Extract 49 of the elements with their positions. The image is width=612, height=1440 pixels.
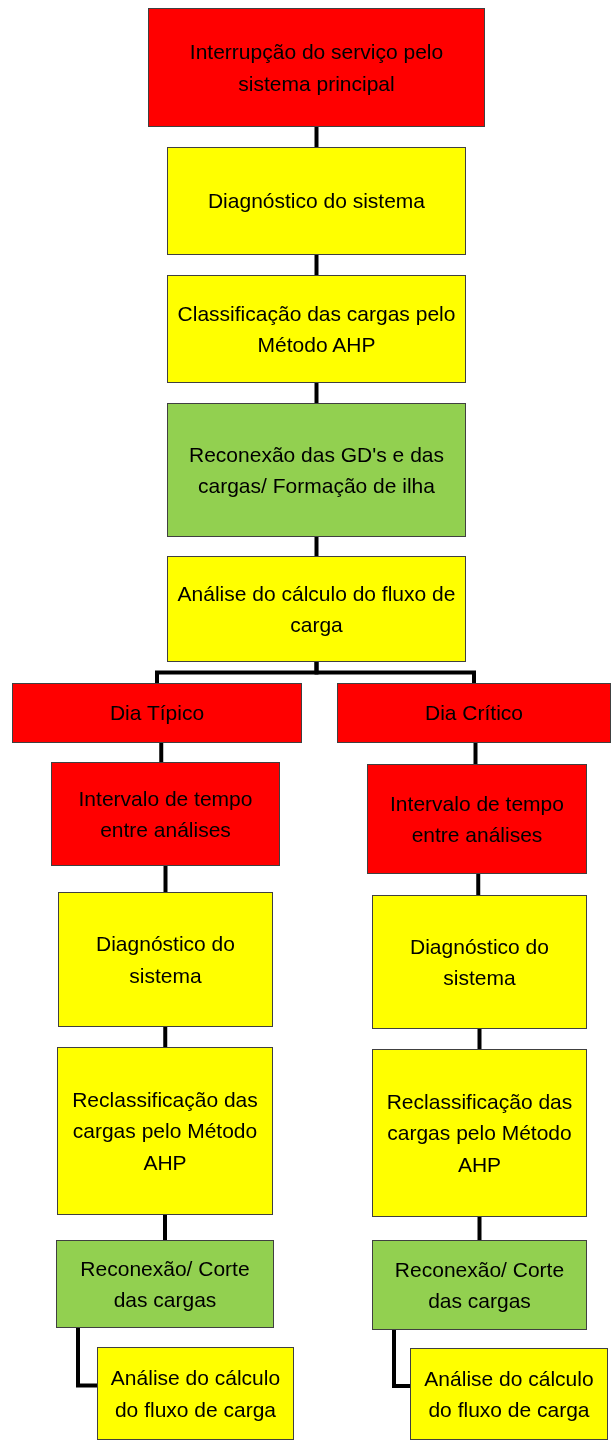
connector-line (163, 1215, 167, 1240)
process-box (148, 8, 485, 127)
process-box (58, 892, 273, 1027)
process-box (372, 895, 587, 1029)
box-label: Reclassificação das cargas pelo Método AHP (385, 1088, 574, 1178)
process-box (372, 1049, 587, 1217)
connector-line (76, 1328, 97, 1388)
box-label: Dia Crítico (425, 700, 523, 727)
process-box (337, 683, 611, 743)
process-box (56, 1240, 274, 1328)
box-label: Intervalo de tempo entre análises (389, 790, 565, 848)
connector-line (477, 1029, 482, 1049)
connector-line (314, 255, 319, 275)
box-label: Reclassificação das cargas pelo Método AHP (71, 1086, 259, 1176)
connector-line (392, 1330, 410, 1388)
process-box (51, 762, 280, 866)
box-label: Reconexão/ Corte das cargas (393, 1256, 566, 1314)
connector-line (473, 743, 478, 764)
process-box (410, 1348, 608, 1440)
box-label: Diagnóstico do sistema (95, 931, 236, 989)
connector-line (476, 874, 481, 895)
box-label: Reconexão das GD's e das cargas/ Formação de ilha (188, 441, 445, 499)
process-box (167, 275, 466, 383)
process-box (97, 1347, 294, 1440)
box-label: Análise do cálculo do fluxo de carga (109, 1365, 282, 1423)
connector-line (314, 537, 319, 556)
process-box (12, 683, 302, 743)
connector-line (314, 662, 476, 683)
box-label: Análise do cálculo do fluxo de carga (176, 580, 457, 638)
box-label: Reconexão/ Corte das cargas (79, 1255, 251, 1313)
connector-line (163, 866, 168, 892)
box-label: Intervalo de tempo entre análises (77, 785, 254, 843)
process-box (372, 1240, 587, 1330)
box-label: Diagnóstico do sistema (207, 188, 426, 215)
connector-line (314, 383, 319, 403)
process-box (57, 1047, 273, 1215)
connector-line (159, 743, 164, 762)
process-box (367, 764, 587, 874)
connector-line (477, 1217, 482, 1240)
connector-line (163, 1027, 168, 1047)
process-box (167, 147, 466, 255)
box-label: Interrupção do serviço pelo sistema principal (188, 39, 445, 97)
box-label: Classificação das cargas pelo Método AHP (176, 300, 457, 358)
process-box (167, 556, 466, 662)
connector-line (314, 127, 319, 147)
box-label: Dia Típico (109, 700, 205, 727)
box-label: Análise do cálculo do fluxo de carga (423, 1365, 595, 1423)
process-box (167, 403, 466, 537)
box-label: Diagnóstico do sistema (409, 933, 550, 991)
